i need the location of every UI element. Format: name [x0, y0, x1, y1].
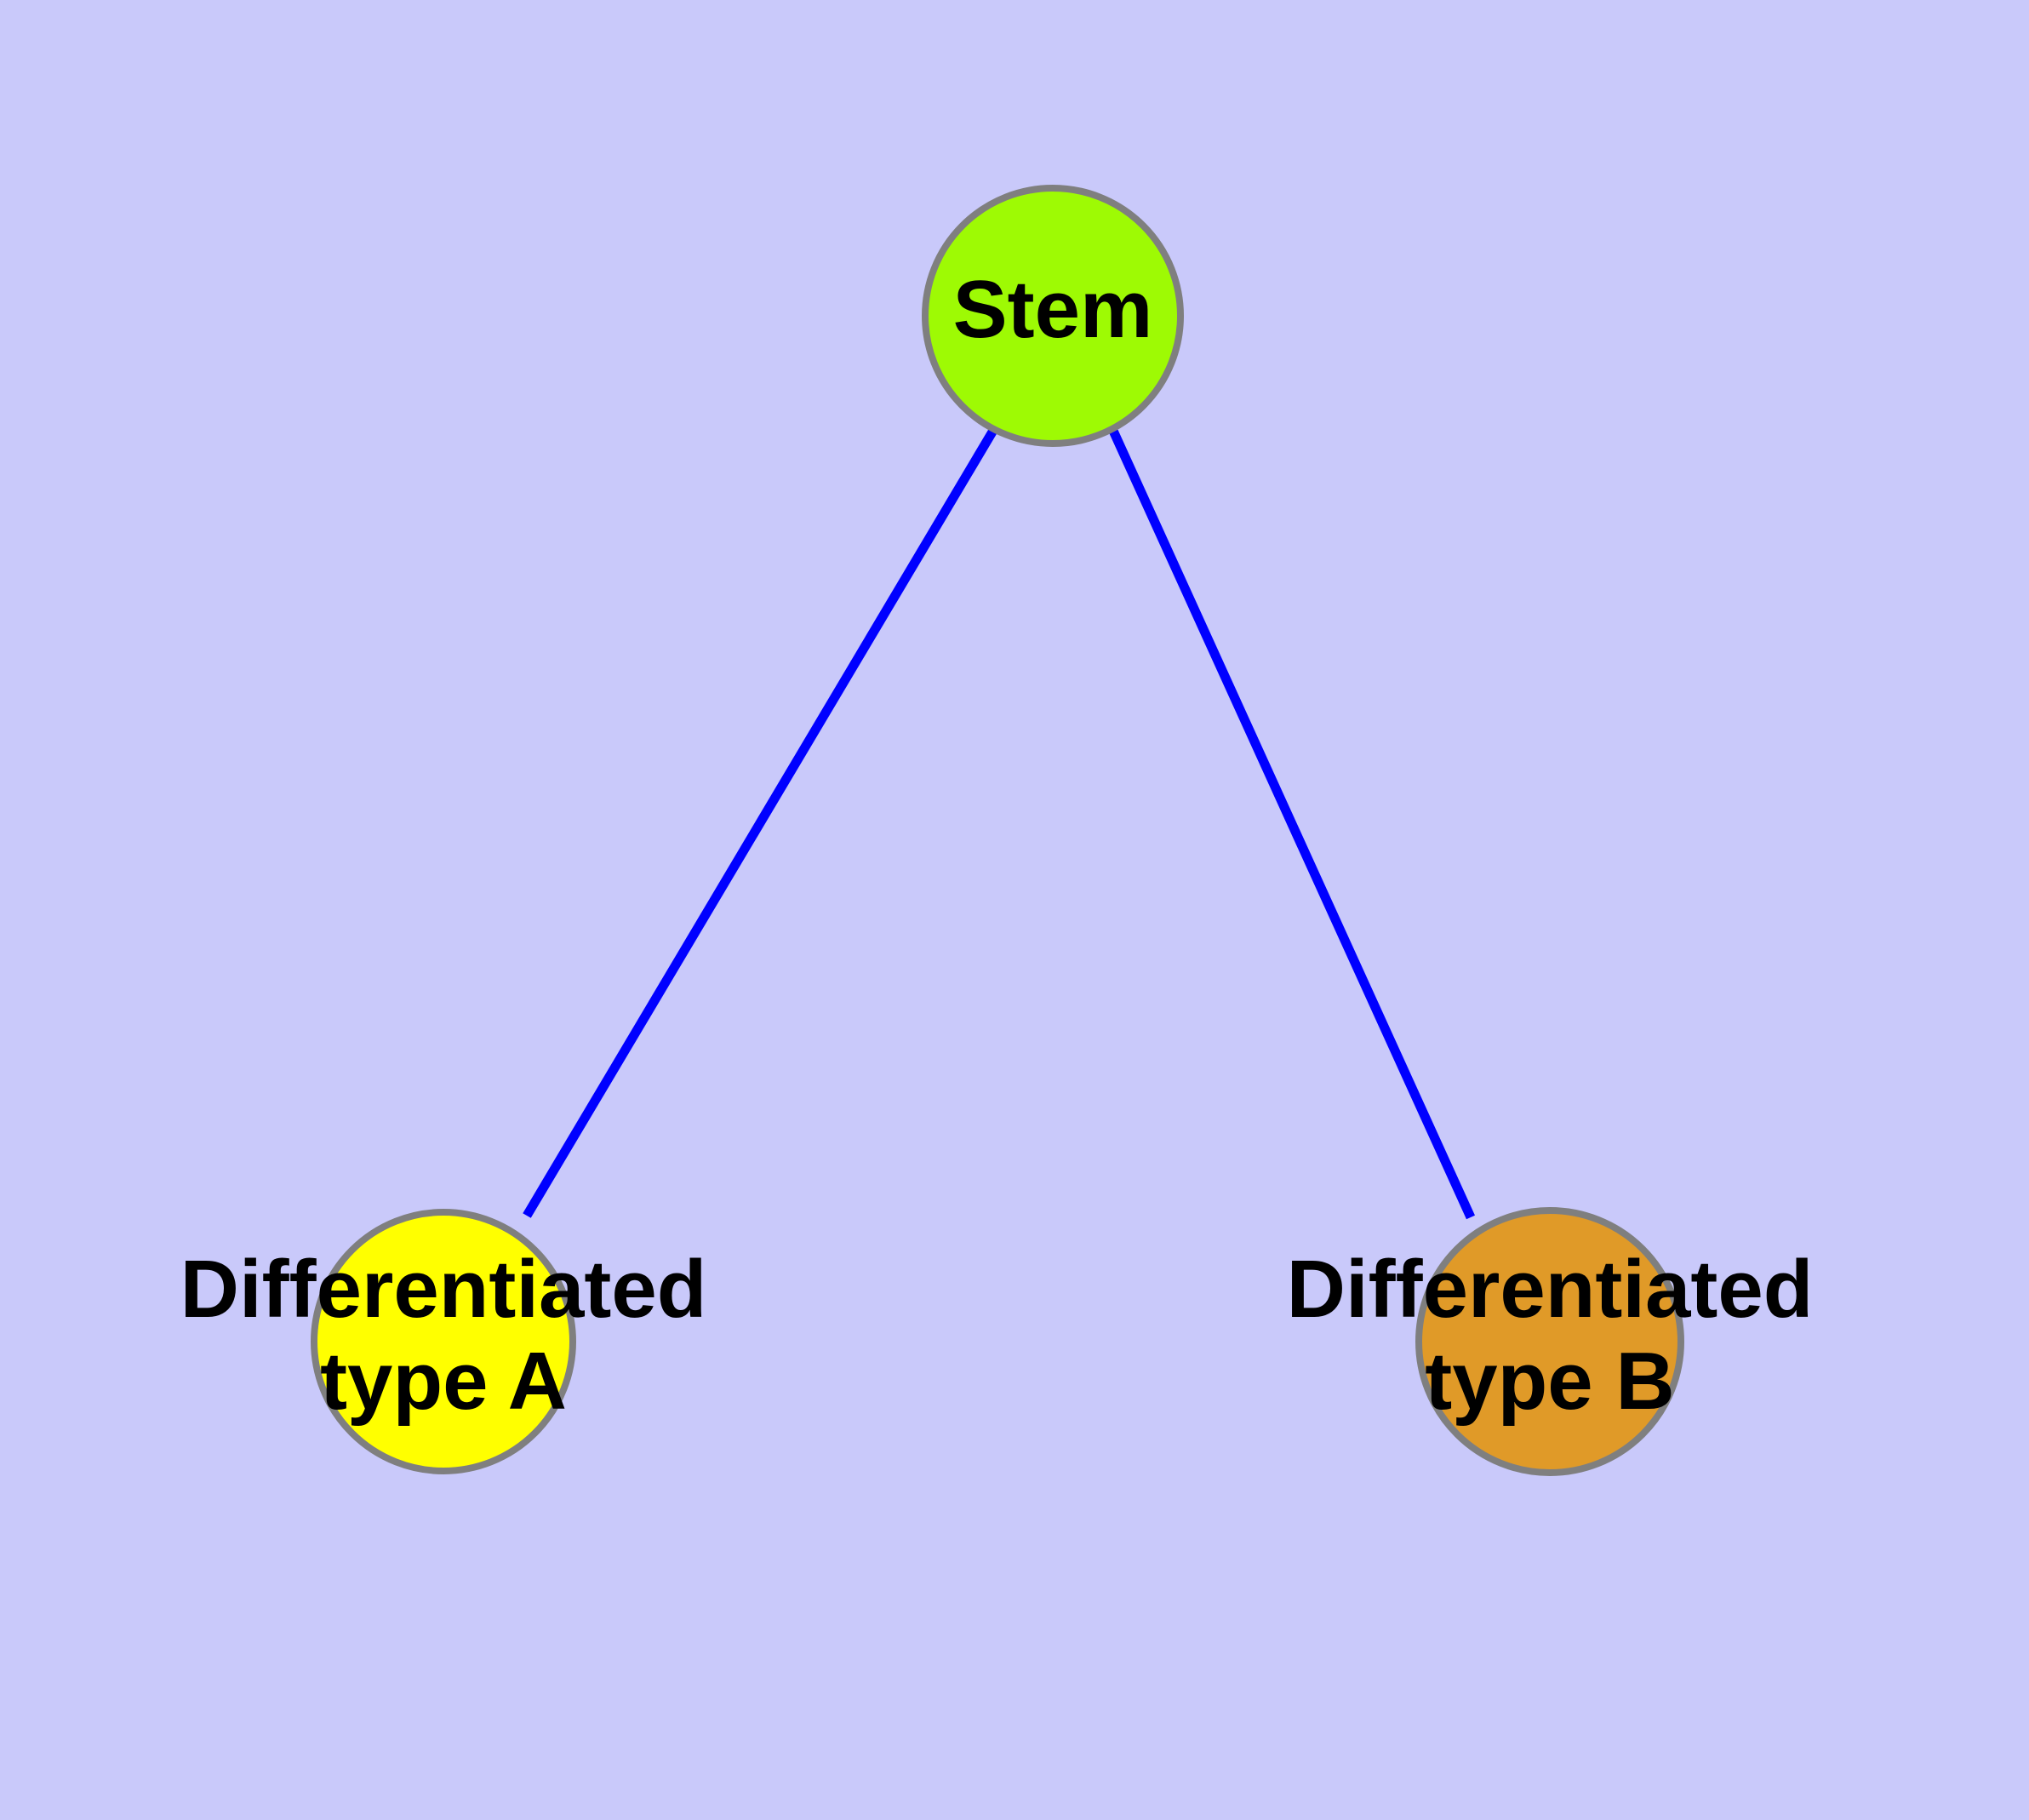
- node-label-line: Differentiated: [1287, 1245, 1814, 1336]
- node-differentiated-type-a[interactable]: [311, 1209, 576, 1474]
- node-label-line: type B: [1425, 1336, 1674, 1427]
- edges-layer: [523, 426, 1476, 1220]
- node-differentiated-type-b[interactable]: [1415, 1207, 1684, 1476]
- edge-stem-to-differentiated-type-b[interactable]: [1108, 428, 1476, 1220]
- node-differentiated-type-a-circle[interactable]: [311, 1209, 576, 1474]
- node-label-line: type A: [320, 1336, 567, 1427]
- node-label-line: Stem: [953, 264, 1153, 355]
- node-label-line: Differentiated: [180, 1245, 707, 1336]
- node-stem-label: Stem: [953, 264, 1153, 355]
- node-differentiated-type-b-circle[interactable]: [1415, 1207, 1684, 1476]
- node-stem-circle[interactable]: [922, 185, 1184, 447]
- edge-stem-to-differentiated-type-a[interactable]: [523, 426, 998, 1218]
- nodes-layer: [311, 185, 1684, 1476]
- node-stem[interactable]: [922, 185, 1184, 447]
